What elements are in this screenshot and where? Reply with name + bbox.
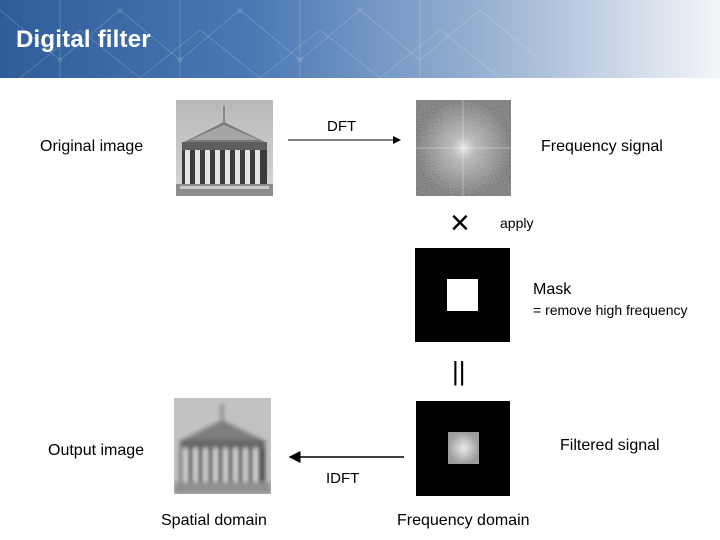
output-image (174, 398, 271, 494)
multiply-symbol: × (450, 204, 470, 242)
frequency-spectrum (416, 100, 511, 196)
filtered-spectrum (416, 401, 510, 496)
mask-label: Mask (533, 281, 572, 298)
apply-label: apply (500, 215, 534, 231)
mask-note-label: = remove high frequency (533, 302, 688, 318)
original-image-label: Original image (40, 138, 144, 155)
dft-label: DFT (327, 118, 357, 135)
frequency-signal-label: Frequency signal (541, 138, 663, 155)
output-image-label: Output image (48, 442, 145, 459)
blurred-building-photo (174, 398, 271, 494)
page-title: Digital filter (16, 26, 151, 53)
frequency-domain-label: Frequency domain (397, 512, 530, 529)
mask-pass-region (447, 279, 478, 311)
spatial-domain-label: Spatial domain (161, 512, 267, 529)
filtered-signal-label: Filtered signal (560, 437, 660, 454)
equals-symbol: || (452, 356, 466, 386)
mask-image (415, 248, 510, 342)
spectrum-image (416, 100, 511, 196)
idft-label: IDFT (326, 470, 360, 487)
banner-pattern (0, 0, 541, 78)
header-banner: Digital filter (0, 0, 720, 78)
original-image (176, 100, 273, 196)
building-photo (176, 100, 273, 196)
filtered-center (448, 432, 479, 464)
